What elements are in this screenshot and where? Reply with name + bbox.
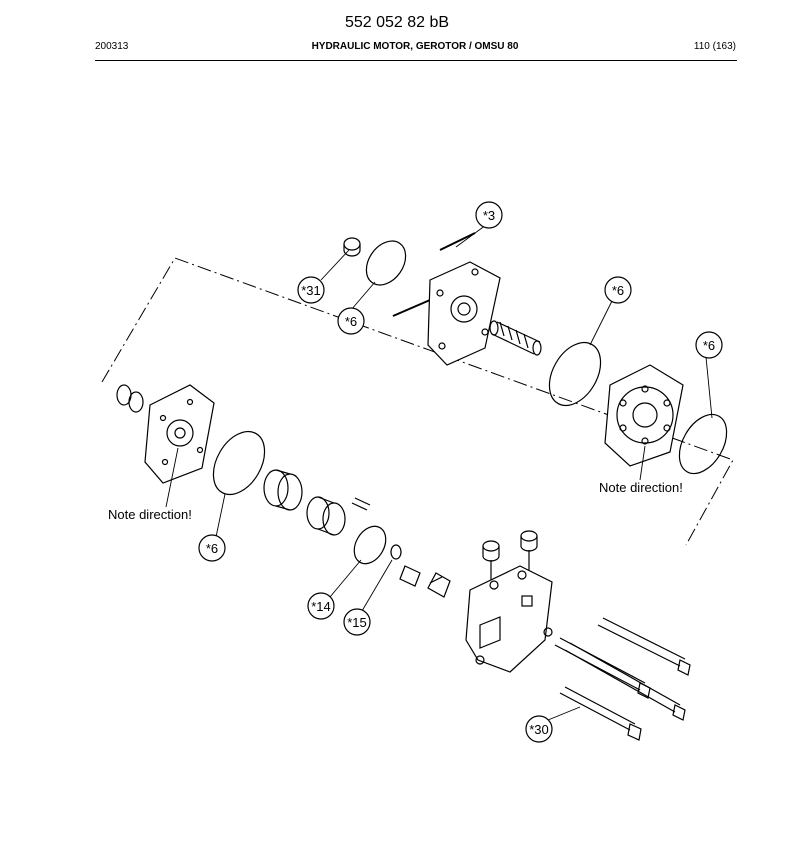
callout-31: *31 <box>297 276 325 304</box>
plug-part <box>343 237 361 257</box>
svg-text:*14: *14 <box>311 599 331 614</box>
housing-plug-part <box>482 530 538 586</box>
small-oring-part <box>365 240 407 286</box>
callout-15: *15 <box>343 608 371 636</box>
svg-text:*6: *6 <box>612 283 624 298</box>
motor-housing-part <box>465 565 553 673</box>
ring-part-15 <box>390 544 402 560</box>
callout-6-upper-mid: *6 <box>604 276 632 304</box>
note-direction-right: Note direction! <box>599 480 683 495</box>
port-plate-part <box>144 384 215 484</box>
oring-part-upper <box>548 341 602 407</box>
callout-6-lower-left: *6 <box>198 534 226 562</box>
svg-text:*3: *3 <box>483 208 495 223</box>
callout-6-right: *6 <box>695 331 723 359</box>
bolt-part <box>554 617 691 741</box>
svg-text:*30: *30 <box>529 722 549 737</box>
bushing-part <box>399 565 451 598</box>
retainer-ring-part <box>116 384 144 413</box>
document-number: 552 052 82 bB <box>344 14 450 31</box>
page-title: HYDRAULIC MOTOR, GEROTOR / OMSU 80 <box>311 41 519 52</box>
note-direction-left: Note direction! <box>108 507 192 522</box>
callout-30: *30 <box>525 715 553 743</box>
spool-part <box>306 496 371 536</box>
distributor-valve-part <box>263 469 303 511</box>
gerotor-set-part <box>604 364 684 467</box>
date-code: 200313 <box>95 41 129 52</box>
end-cover-part <box>427 261 501 366</box>
callout-3: *3 <box>475 201 503 229</box>
callout-6-upper-left: *6 <box>337 307 365 335</box>
header-divider <box>95 60 737 61</box>
page-number: 110 (163) <box>693 41 736 52</box>
screw-part <box>392 232 476 317</box>
oring-part-left <box>212 430 266 496</box>
oring-part-right <box>678 413 728 475</box>
svg-text:*15: *15 <box>347 615 367 630</box>
svg-text:*31: *31 <box>301 283 321 298</box>
drive-shaft-part <box>489 320 542 356</box>
svg-text:*6: *6 <box>345 314 357 329</box>
svg-text:*6: *6 <box>703 338 715 353</box>
callout-14: *14 <box>307 592 335 620</box>
leader-lines <box>165 224 713 721</box>
oring-part-14 <box>353 525 387 565</box>
svg-text:*6: *6 <box>206 541 218 556</box>
